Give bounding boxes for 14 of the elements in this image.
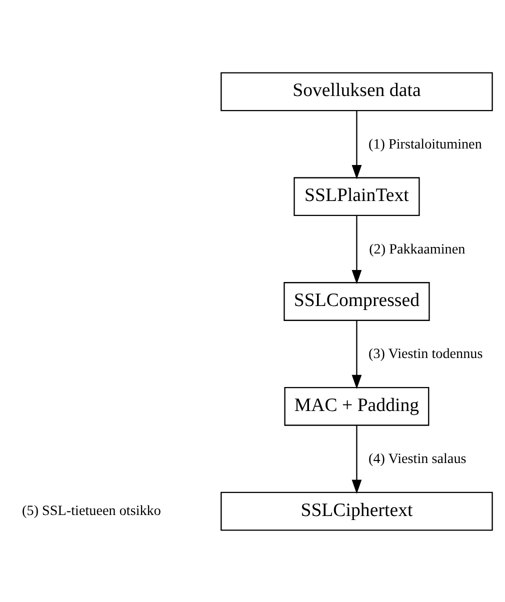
node-box: SSLPlainText: [293, 176, 420, 216]
node-box: Sovelluksen data: [220, 72, 492, 111]
arrow: [351, 424, 362, 494]
arrow: [351, 110, 362, 179]
node-box: SSLCiphertext: [220, 491, 492, 530]
edge-label: (2) Pakkaaminen: [368, 240, 465, 257]
label: (5) SSL-tietueen otsikko: [22, 502, 160, 518]
node-box: MAC + Padding: [284, 386, 429, 426]
edge-label: (4) Viestin salaus: [368, 450, 466, 467]
arrow: [351, 320, 362, 389]
edge-label: (1) Pirstaloituminen: [368, 136, 482, 152]
edge-label: (3) Viestin todennus: [368, 346, 482, 362]
arrow: [351, 215, 362, 284]
node-box: SSLCompressed: [283, 282, 430, 320]
